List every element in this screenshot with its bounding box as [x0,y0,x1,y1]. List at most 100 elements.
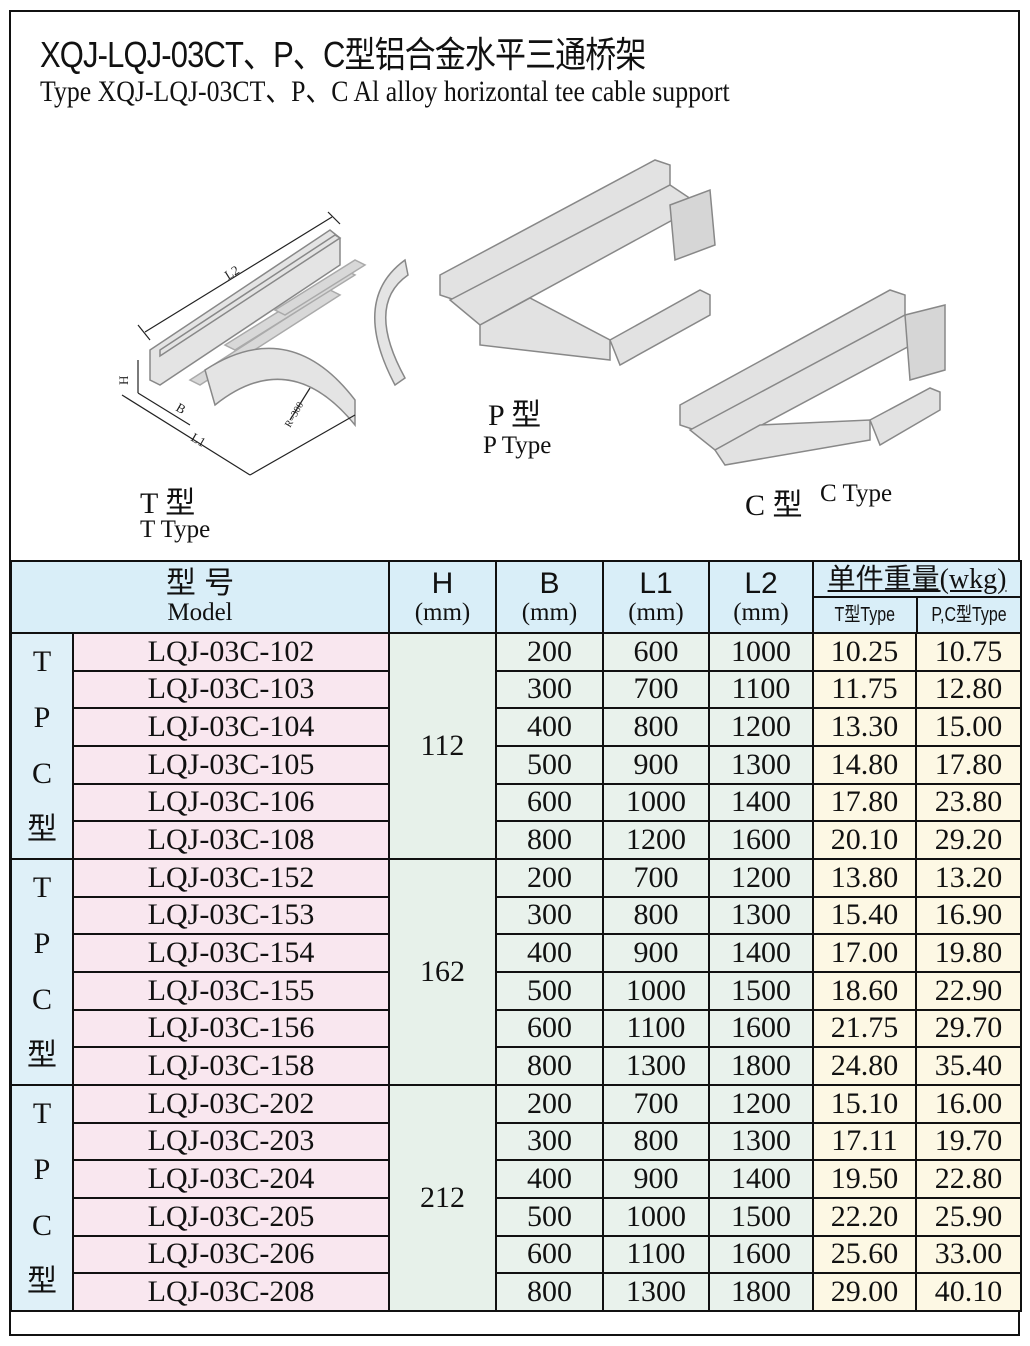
cell-l2: 1100 [708,669,814,710]
cell-l2: 1600 [708,820,814,860]
cell-weight-pc: 25.90 [914,1196,1023,1237]
cell-weight-t: 25.60 [812,1234,917,1275]
cell-l2: 1400 [708,1159,814,1199]
cell-weight-t: 13.30 [812,707,917,747]
cell-model: LQJ-03C-204 [72,1159,390,1199]
cell-model: LQJ-03C-106 [72,782,390,823]
header-l2: L2(mm) [708,560,814,634]
cell-l1: 1300 [602,1272,710,1312]
cell-b: 600 [495,1008,604,1049]
product-drawings: L2 H B L1 R=300 [116,159,946,476]
cell-weight-t: 20.10 [812,820,917,860]
cell-model: LQJ-03C-156 [72,1008,390,1049]
header-l1-unit: (mm) [628,598,684,626]
cell-model: LQJ-03C-205 [72,1196,390,1237]
group-type-char: P [33,1153,51,1186]
cell-model: LQJ-03C-108 [72,820,390,860]
dim-label-b: B [174,400,189,417]
cell-model: LQJ-03C-152 [72,858,390,898]
cell-l2: 1800 [708,1272,814,1312]
cell-b: 200 [495,1084,604,1124]
header-t-type: T型Type [834,604,896,626]
table-header-row: 型 号 Model H(mm) B(mm) L1(mm) L2(mm) 单件重量… [10,560,1023,634]
cell-b: 300 [495,1121,604,1162]
group-type-char: P [33,927,51,960]
cell-model: LQJ-03C-208 [72,1272,390,1312]
group-type-char: P [33,701,51,734]
group-type-char: C [31,757,52,790]
cell-l1: 900 [602,933,710,973]
header-b: B(mm) [495,560,604,634]
cell-weight-pc: 19.70 [914,1121,1023,1162]
cell-weight-pc: 16.00 [914,1084,1023,1124]
cell-l2: 1200 [708,858,814,898]
cell-weight-pc: 19.80 [914,933,1023,973]
cell-b: 800 [495,820,604,860]
cell-weight-t: 22.20 [812,1196,917,1237]
cell-l1: 700 [602,1084,710,1124]
cell-l1: 1000 [602,970,710,1011]
header-weight-cn: 单件重量 [827,563,940,594]
p-type-drawing [439,159,716,367]
dim-label-h: H [116,376,131,385]
cell-l2: 1300 [708,1121,814,1162]
cell-model: LQJ-03C-202 [72,1084,390,1124]
group-type-char: T [32,1097,52,1130]
p-type-label-cn: P 型 [488,399,542,432]
cell-weight-pc: 29.20 [914,820,1023,860]
cell-l1: 800 [602,707,710,747]
cell-b: 800 [495,1046,604,1086]
cell-l1: 800 [602,1121,710,1162]
cell-l1: 1300 [602,1046,710,1086]
t-type-drawing: L2 H B L1 R=300 [116,211,409,476]
cell-b: 500 [495,744,604,785]
cell-weight-pc: 40.10 [914,1272,1023,1312]
cell-weight-t: 17.80 [812,782,917,823]
cell-b: 600 [495,782,604,823]
group-type-char: T [32,645,52,678]
cell-l1: 1000 [602,782,710,823]
group-type-char: C [31,1209,52,1242]
group-type-char: T [32,871,52,904]
cell-l2: 1800 [708,1046,814,1086]
title-chinese: XQJ-LQJ-03CT、P、C型铝合金水平三通桥架 [40,34,646,75]
group-type-char: 型 [27,1265,57,1298]
cell-l2: 1200 [708,707,814,747]
cell-weight-pc: 33.00 [914,1234,1023,1275]
cell-model: LQJ-03C-203 [72,1121,390,1162]
cell-weight-pc: 17.80 [914,744,1023,785]
cell-weight-t: 21.75 [812,1008,917,1049]
cell-l1: 900 [602,744,710,785]
cell-weight-t: 18.60 [812,970,917,1011]
cell-weight-pc: 16.90 [914,895,1023,936]
cell-b: 300 [495,669,604,710]
cell-weight-t: 19.50 [812,1159,917,1199]
cell-weight-t: 15.40 [812,895,917,936]
cell-l2: 1000 [708,632,814,672]
cell-model: LQJ-03C-153 [72,895,390,936]
title-english: Type XQJ-LQJ-03CT、P、C Al alloy horizonta… [40,75,730,108]
cell-b: 400 [495,933,604,973]
t-type-label-cn: T 型 [140,487,196,520]
header-model-en: Model [167,598,233,626]
c-type-drawing [679,289,946,466]
cell-l2: 1600 [708,1234,814,1275]
cell-weight-pc: 12.80 [914,669,1023,710]
t-type-label-en: T Type [140,516,211,543]
cell-weight-t: 24.80 [812,1046,917,1086]
cell-model: LQJ-03C-158 [72,1046,390,1086]
dim-label-l2: L2 [222,262,242,282]
cell-l2: 1500 [708,970,814,1011]
cell-b: 800 [495,1272,604,1312]
